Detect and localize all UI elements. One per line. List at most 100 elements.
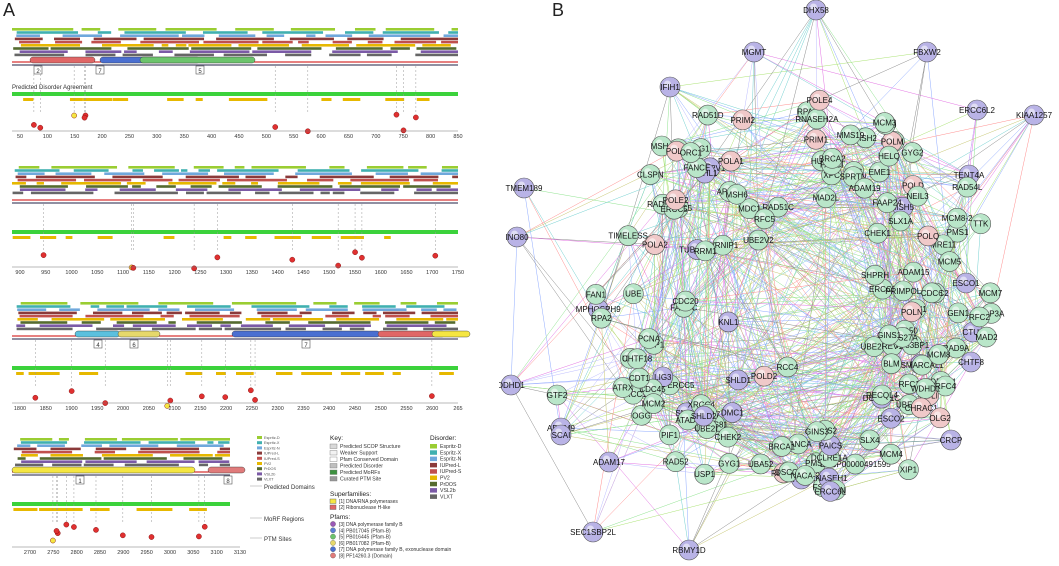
node-label: GEN1 xyxy=(947,309,969,318)
network-node: CRCP xyxy=(940,429,962,451)
network-node: KNL1 xyxy=(718,311,739,333)
network-edge xyxy=(523,187,950,262)
network-node: PRIM2 xyxy=(730,109,755,131)
node-highlight xyxy=(801,105,809,113)
predictor-bar xyxy=(423,327,458,331)
node-highlight xyxy=(697,409,705,417)
network-edge xyxy=(832,114,1035,159)
network-edge xyxy=(835,418,892,491)
network-edge xyxy=(758,9,817,241)
node-label: RPS27A xyxy=(887,333,918,342)
network-node: FANCA xyxy=(785,433,812,455)
domain-box xyxy=(74,330,121,338)
node-highlight xyxy=(943,255,951,263)
node-label: POLA1 xyxy=(718,157,744,166)
network-edge xyxy=(648,338,892,364)
predictor-bar xyxy=(313,302,337,305)
network-edge xyxy=(891,141,972,363)
key-label: Predicted SCOP Structure xyxy=(340,444,401,450)
node-highlight xyxy=(730,187,738,195)
predictor-bar xyxy=(451,28,458,31)
predictor-bar xyxy=(20,438,53,441)
predictor-bar xyxy=(112,175,163,179)
network-edge xyxy=(728,174,832,323)
axis-tick-label: 2400 xyxy=(323,406,335,412)
network-edge xyxy=(653,167,698,345)
network-edge xyxy=(831,158,906,331)
predictor-bar xyxy=(337,182,352,185)
key-title: Key: xyxy=(330,435,343,442)
predictor-bar xyxy=(95,447,127,451)
node-label: SHPRH xyxy=(861,271,889,280)
node-label: SHLD1 xyxy=(725,376,751,385)
pfam-swatch xyxy=(330,540,336,546)
ptm-site xyxy=(196,533,202,540)
network-edge xyxy=(732,288,883,413)
morf-marker xyxy=(342,98,361,101)
disorder-swatch xyxy=(430,475,437,480)
node-highlight xyxy=(915,401,923,409)
predictor-bar xyxy=(298,40,309,44)
predictor-bar xyxy=(168,321,176,324)
predictor-bar xyxy=(383,327,408,331)
node-highlight xyxy=(644,168,652,176)
node-label: MDC1 xyxy=(738,205,761,214)
ptm-site xyxy=(289,256,296,263)
node-highlight xyxy=(758,212,766,220)
axis-tick-label: 1700 xyxy=(426,270,438,276)
node-label: RAD52 xyxy=(663,458,689,467)
predictor-bar xyxy=(319,175,374,179)
domain-label-box xyxy=(75,475,85,485)
node-label: PRIM2 xyxy=(730,116,755,125)
predictor-bar xyxy=(158,302,214,305)
predictor-bar xyxy=(434,321,456,324)
domain-label-box xyxy=(129,339,139,349)
network-edge xyxy=(705,250,789,473)
network-edge xyxy=(831,164,875,347)
predictor-bar xyxy=(265,321,290,324)
node-highlight xyxy=(876,388,884,396)
axis-tick-label: 1600 xyxy=(375,270,387,276)
network-edge xyxy=(676,51,755,152)
node-highlight xyxy=(847,170,855,178)
node-highlight xyxy=(903,398,911,406)
predictor-bar xyxy=(198,460,230,463)
predictor-bar xyxy=(106,305,125,308)
predictor-bar xyxy=(372,314,381,318)
network-edge xyxy=(595,294,788,368)
pfams-title: Pfams: xyxy=(330,514,350,521)
superfamily-label: [1] DNA/RNA polymerases xyxy=(339,499,398,505)
node-highlight xyxy=(925,286,933,294)
ptm-site xyxy=(81,114,88,121)
axis-tick-label: 600 xyxy=(317,134,326,140)
node-label: PCNA xyxy=(638,334,661,343)
mini-legend-swatch xyxy=(257,446,262,450)
node-label: RPA2 xyxy=(591,314,612,323)
node-highlight xyxy=(656,370,664,378)
node-label: RBMY1D xyxy=(672,546,706,555)
predictor-bar xyxy=(62,34,103,37)
node-highlight xyxy=(655,139,663,147)
predictor-bar xyxy=(148,441,196,444)
network-node: ENSP00000491595 xyxy=(820,453,891,475)
node-label: GINS1 xyxy=(877,331,902,340)
network-node: TMEM189 xyxy=(506,177,543,199)
domain-box xyxy=(11,466,196,474)
axis-tick-label: 250 xyxy=(125,134,134,140)
node-label: PAICS xyxy=(819,442,842,451)
node-label: CHTF18 xyxy=(622,355,653,364)
network-edge xyxy=(516,167,698,238)
morf-marker xyxy=(99,508,110,511)
panel-b-interaction-network: DHX58DCLRE1CMGMTIFIH1FBXW2FSBPSMC6DMC1XR… xyxy=(499,0,1053,561)
node-label: CHEK1 xyxy=(864,229,891,238)
domain-box xyxy=(207,466,246,474)
network-edge xyxy=(753,51,885,123)
network-edge xyxy=(683,292,936,308)
morf-marker xyxy=(385,98,405,101)
predictor-bar xyxy=(381,188,399,191)
predictor-bar xyxy=(81,321,101,324)
network-edge xyxy=(685,300,917,310)
morf-marker xyxy=(243,98,253,101)
predictor-bar xyxy=(430,314,458,318)
predictor-bar xyxy=(161,44,169,47)
